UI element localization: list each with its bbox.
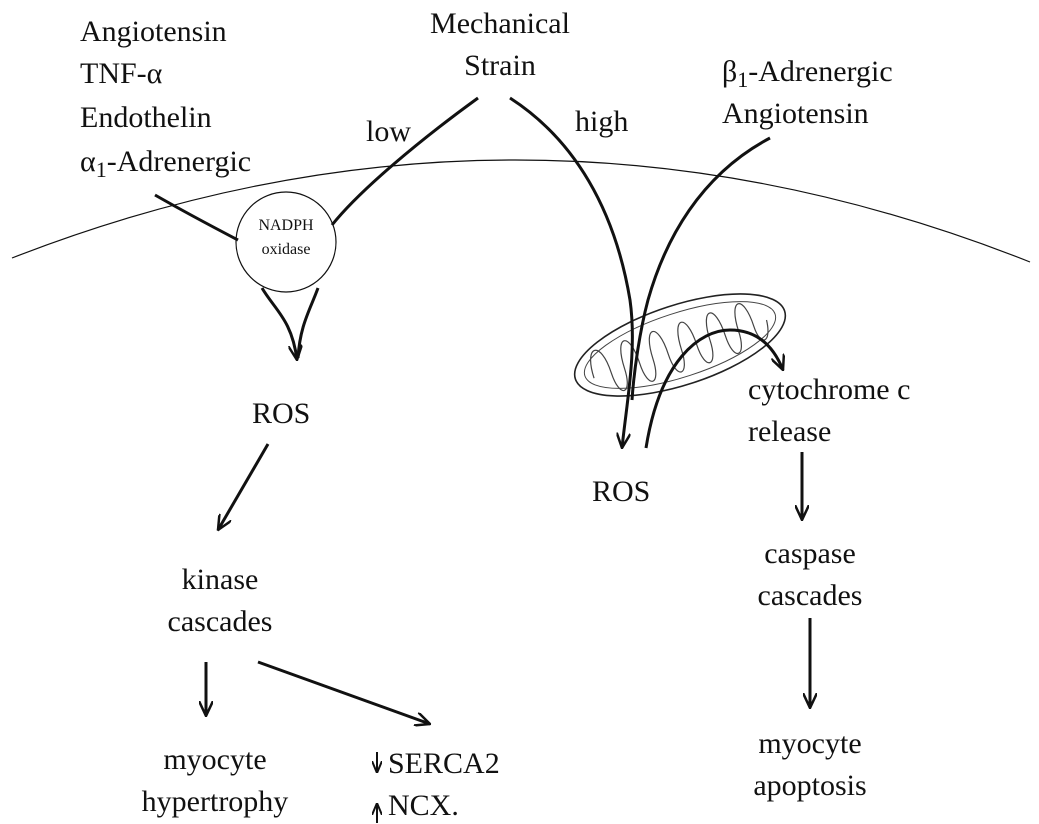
strain-label: Strain <box>410 48 590 84</box>
hypertrophy-myocyte-label: myocyte <box>130 742 300 778</box>
stimulus-endothelin: Endothelin <box>80 100 212 136</box>
release-label: release <box>748 414 831 450</box>
stimulus-angiotensin-right: Angiotensin <box>722 96 869 132</box>
stimulus-angiotensin: Angiotensin <box>80 14 227 50</box>
caspase-label: caspase <box>740 536 880 572</box>
ncx-label: NCX. <box>388 788 459 824</box>
ros-to-kinase-arrow <box>218 444 268 530</box>
low-label: low <box>366 114 411 150</box>
stimulus-beta1-adrenergic: β1-Adrenergic <box>722 54 893 90</box>
apoptosis-myocyte-label: myocyte <box>740 726 880 762</box>
cytochrome-label: cytochrome c <box>748 372 910 408</box>
nadph-to-ros-arrow <box>262 288 297 360</box>
kinase-label: kinase <box>150 562 290 598</box>
serca2-label: SERCA2 <box>388 746 500 782</box>
caspase-cascades-label: cascades <box>740 578 880 614</box>
kinase-to-serca-arrow <box>258 662 430 724</box>
apoptosis-label: apoptosis <box>740 768 880 804</box>
oxidase-label: oxidase <box>236 240 336 260</box>
kinase-cascades-label: cascades <box>150 604 290 640</box>
ros-left-label: ROS <box>252 396 310 432</box>
left-stimuli-line <box>155 195 238 240</box>
stimulus-alpha1-adrenergic: α1-Adrenergic <box>80 144 251 180</box>
hypertrophy-label: hypertrophy <box>130 784 300 820</box>
mechanical-label: Mechanical <box>410 6 590 42</box>
ros-right-label: ROS <box>592 474 650 510</box>
high-label: high <box>575 104 628 140</box>
stimulus-tnf-alpha: TNF-α <box>80 56 162 92</box>
nadph-label: NADPH <box>236 216 336 236</box>
